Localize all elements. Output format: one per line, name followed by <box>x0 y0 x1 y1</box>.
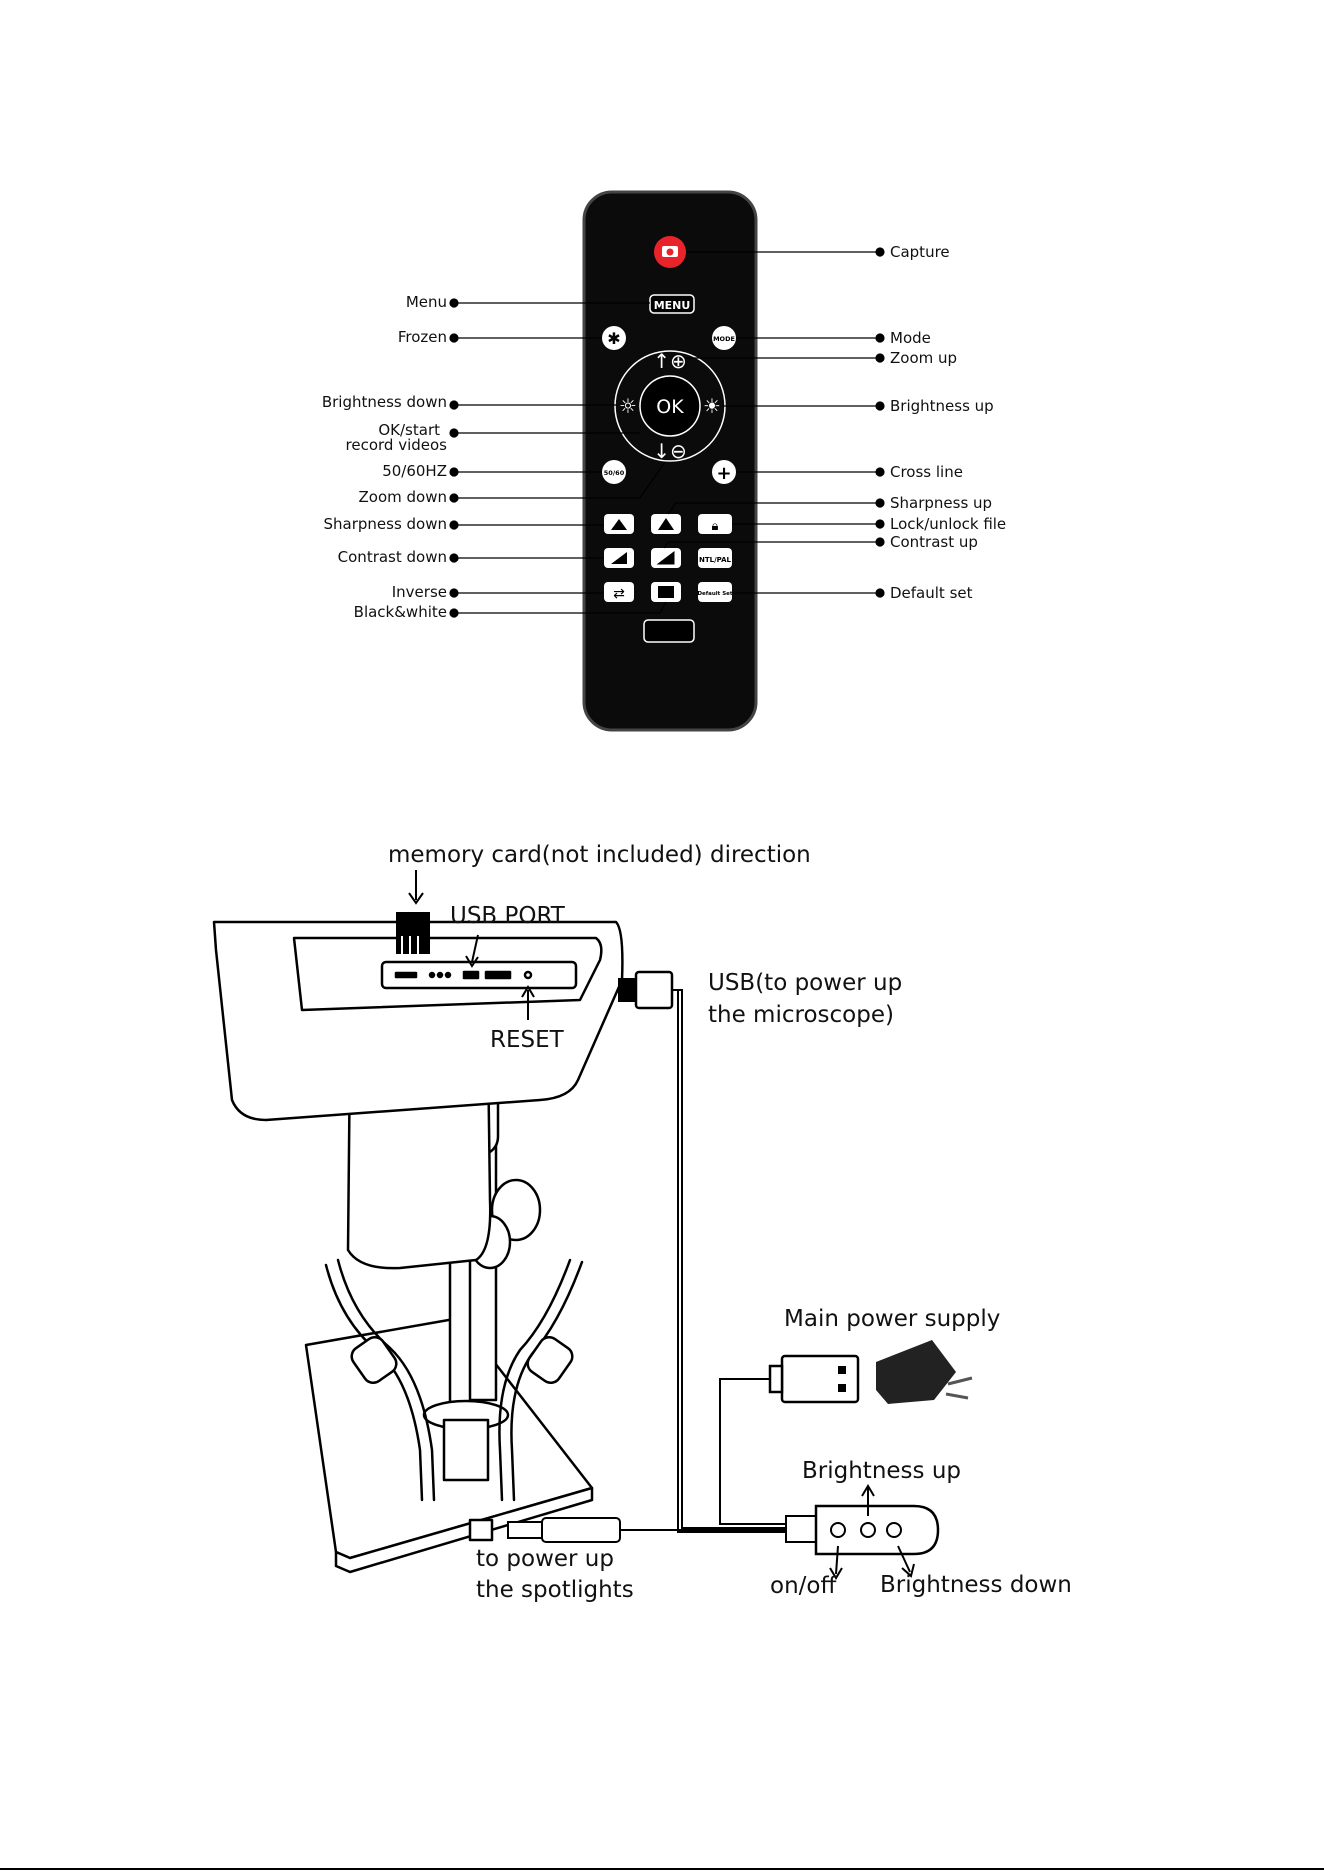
label-brightness-up: Brightness up <box>890 397 994 415</box>
label-cross-line: Cross line <box>890 463 963 481</box>
zoom-up-icon[interactable]: ↑⊕ <box>653 349 687 373</box>
brightness-down-switch[interactable] <box>886 1522 902 1538</box>
label-capture: Capture <box>890 243 950 261</box>
label-brightness-up: Brightness up <box>802 1458 962 1484</box>
lock-button[interactable] <box>698 514 732 534</box>
power-adapter-icon <box>876 1340 956 1404</box>
label-usb-power-1: USB(to power up <box>708 970 903 996</box>
page-bottom-rule <box>0 1868 1324 1870</box>
spotlight-jack <box>507 1521 543 1539</box>
ntsc-pal-button-label: NTL/PAL <box>699 556 732 564</box>
on-off-switch[interactable] <box>830 1522 846 1538</box>
inverse-icon: ⇄ <box>613 586 625 602</box>
label-black-white: Black&white <box>353 603 447 621</box>
sharpness-down-icon <box>611 519 627 530</box>
label-usb-port: USB PORT <box>450 903 565 929</box>
label-zoom-down: Zoom down <box>358 488 447 506</box>
inverse-button[interactable] <box>604 582 634 602</box>
mode-button-label: MODE <box>713 335 735 343</box>
label-ok-line1: OK/start <box>378 421 440 439</box>
label-inverse: Inverse <box>391 583 447 601</box>
contrast-up-icon <box>656 551 675 565</box>
label-spotlights-2: the spotlights <box>476 1577 634 1603</box>
label-reset: RESET <box>490 1027 564 1053</box>
contrast-down-icon <box>611 552 627 564</box>
light-control-box <box>814 1504 940 1556</box>
brightness-up-icon[interactable]: ☀ <box>703 394 721 418</box>
hz-button[interactable] <box>602 460 626 484</box>
frozen-button[interactable] <box>602 326 626 350</box>
hz-button-label: 50/60 <box>604 469 625 477</box>
label-memory-card: memory card(not included) direction <box>388 842 811 868</box>
usb-a-plug <box>780 1354 860 1404</box>
cross-line-button[interactable] <box>712 460 736 484</box>
usb-cable <box>676 989 794 1529</box>
brightness-down-icon[interactable]: ☼ <box>619 394 637 418</box>
label-sharpness-up: Sharpness up <box>890 494 993 512</box>
usb-port-arrow <box>471 934 479 963</box>
default-set-button[interactable] <box>698 582 732 602</box>
ok-button[interactable] <box>639 375 701 437</box>
label-spotlights-1: to power up <box>476 1546 614 1572</box>
label-on-off: on/off <box>770 1573 837 1599</box>
label-ok-line2: record videos <box>345 436 447 454</box>
label-frozen: Frozen <box>397 328 447 346</box>
mode-button[interactable] <box>712 326 736 350</box>
label-zoom-up: Zoom up <box>890 349 958 367</box>
zoom-down-icon[interactable]: ↓⊖ <box>653 439 687 463</box>
menu-button[interactable] <box>649 294 695 314</box>
ok-button-label: OK <box>656 396 684 418</box>
label-contrast-up: Contrast up <box>890 533 978 551</box>
label-lock-unlock: Lock/unlock file <box>890 515 1007 533</box>
brightness-up-switch[interactable] <box>860 1522 876 1538</box>
label-mode: Mode <box>890 329 931 347</box>
sharpness-up-icon <box>658 518 674 530</box>
snowflake-icon: ✱ <box>607 329 620 348</box>
spotlight-arm-right <box>498 1258 572 1502</box>
label-usb-power-2: the microscope) <box>708 1002 894 1028</box>
remote-diagram: MENU ✱ MODE OK ↑⊕ ↓⊖ ☼ ☀ 50/60 + 🔒︎ NTL/… <box>449 190 885 732</box>
label-hz: 50/60HZ <box>382 462 447 480</box>
menu-button-label: MENU <box>654 299 691 312</box>
label-menu: Menu <box>405 293 447 311</box>
default-set-button-label: Default Set <box>697 591 732 597</box>
label-sharpness-down: Sharpness down <box>323 515 447 533</box>
ntsc-pal-button[interactable] <box>698 548 732 568</box>
label-contrast-down: Contrast down <box>337 548 447 566</box>
label-brightness-down: Brightness down <box>880 1572 1072 1598</box>
usb-plug-icon <box>618 978 636 1002</box>
plus-icon: + <box>716 463 731 484</box>
label-brightness-down: Brightness down <box>321 393 447 411</box>
blank-button[interactable] <box>643 619 695 643</box>
lock-icon: 🔒︎ <box>712 519 719 534</box>
label-default-set: Default set <box>890 584 973 602</box>
black-white-icon <box>658 586 674 598</box>
label-main-power: Main power supply <box>784 1306 1001 1332</box>
